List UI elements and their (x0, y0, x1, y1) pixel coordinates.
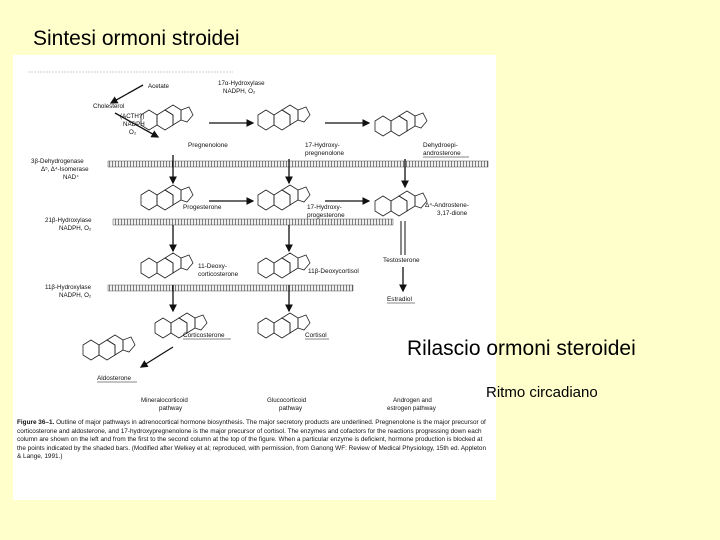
aldosterone-structure (82, 334, 136, 361)
deoxycortisol-label: 11β-Deoxycortisol (308, 268, 359, 275)
pathway-diagram: Acetate Cholesterol (ACTH?) NADPH O₂ 17α… (28, 71, 489, 412)
figure-number: Figure 36–1. (17, 419, 55, 426)
deoxycorticosterone-label-1: 11-Deoxy- (198, 263, 227, 270)
progesterone-label: Progesterone (183, 204, 222, 211)
figure-caption: Figure 36–1. Outline of major pathways i… (17, 419, 487, 462)
estradiol-label: Estradiol (387, 296, 412, 303)
block-bar-21 (112, 218, 394, 226)
dhea-label-2: androsterone (423, 150, 461, 157)
androstenedione-structure (374, 190, 428, 217)
corticosterone-label: Corticosterone (183, 332, 225, 339)
hormone-release-heading: Rilascio ormoni steroidei (407, 337, 636, 360)
androstenedione-label-1: Δ⁴-Androstene- (425, 202, 469, 209)
block-bar-3b (107, 160, 489, 168)
cortisol-label: Cortisol (305, 332, 327, 339)
o2-label: O₂ (129, 129, 137, 136)
nadph-label: NADPH (123, 121, 145, 128)
acetate-label: Acetate (148, 83, 170, 90)
slide-title: Sintesi ormoni stroidei (33, 27, 240, 50)
hydroxylase-21-label: 21β-Hydroxylase (45, 217, 92, 224)
pregnenolone-structure (140, 104, 194, 131)
steroid-pathway-figure: Acetate Cholesterol (ACTH?) NADPH O₂ 17α… (13, 55, 496, 500)
dehydrogenase-label: 3β-Dehydrogenase (31, 158, 84, 165)
dhea-label-1: Dehydroepi- (423, 142, 458, 149)
deoxycorticosterone-label-2: corticosterone (198, 271, 239, 278)
dhea-structure (374, 110, 428, 137)
mineralocorticoid-pathway-label-2: pathway (159, 405, 183, 412)
glucocorticoid-pathway-label-1: Glucocorticoid (267, 397, 307, 404)
androgen-pathway-label-1: Androgen and (393, 397, 432, 404)
testosterone-label: Testosterone (383, 257, 420, 264)
hydroxyprogesterone-structure (257, 184, 311, 211)
cholesterol-label: Cholesterol (93, 103, 124, 110)
hydroxylase-17-cofactor: NADPH, O₂ (223, 88, 256, 95)
hydroxyprogesterone-label-2: progesterone (307, 212, 345, 219)
pregnenolone-label: Pregnenolone (188, 142, 228, 149)
glucocorticoid-pathway-label-2: pathway (279, 405, 303, 412)
block-bar-11 (107, 284, 354, 292)
deoxycorticosterone-structure (140, 252, 194, 279)
androstenedione-label-2: 3,17-dione (437, 210, 468, 217)
hydroxylase-11-label: 11β-Hydroxylase (45, 284, 92, 291)
isomerase-label: Δ⁵, Δ⁴-Isomerase (41, 166, 89, 173)
hydroxyprogesterone-label-1: 17-Hydroxy- (307, 204, 342, 211)
cortisol-structure (257, 312, 311, 339)
figure-caption-text: Outline of major pathways in adrenocorti… (17, 419, 487, 461)
hydroxylase-11-cofactor: NADPH, O₂ (59, 292, 92, 299)
hydroxypregnenolone-structure (257, 104, 311, 131)
circadian-rhythm-subheading: Ritmo circadiano (486, 384, 598, 401)
hydroxypregnenolone-label-2: pregnenolone (305, 150, 345, 157)
hydroxylase-17-label: 17α-Hydroxylase (218, 80, 265, 87)
aldosterone-label: Aldosterone (97, 375, 132, 382)
hydroxylase-21-cofactor: NADPH, O₂ (59, 225, 92, 232)
mineralocorticoid-pathway-label-1: Mineralocorticoid (141, 397, 188, 404)
nad-label: NAD⁺ (63, 174, 79, 181)
hydroxypregnenolone-label-1: 17-Hydroxy- (305, 142, 340, 149)
acth-label: (ACTH?) (120, 113, 144, 120)
androgen-pathway-label-2: estrogen pathway (387, 405, 437, 412)
deoxycortisol-structure (257, 252, 311, 279)
